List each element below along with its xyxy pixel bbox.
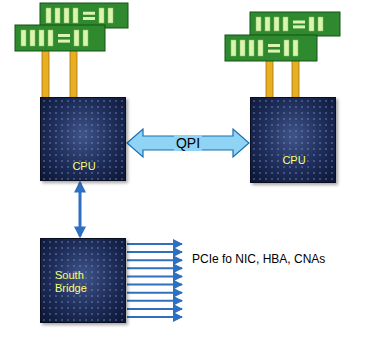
memory-module [250, 12, 340, 36]
pcie-note: PCIe fo NIC, HBA, CNAs [192, 252, 342, 268]
memory-chip [83, 17, 95, 20]
south-bridge-chip: South Bridge [40, 238, 126, 323]
memory-board [40, 3, 128, 28]
memory-connector [42, 50, 49, 98]
memory-chip [83, 12, 95, 15]
memory-board [250, 12, 340, 36]
memory-chip [30, 30, 35, 46]
qpi-link [127, 129, 249, 157]
memory-chip [249, 40, 254, 56]
memory-chip [309, 17, 314, 31]
memory-connector [266, 60, 273, 98]
memory-chip [265, 17, 270, 31]
memory-chip [231, 40, 236, 56]
memory-chip [268, 44, 280, 47]
memory-chip [48, 30, 53, 46]
memory-module [225, 35, 317, 61]
memory-chip [73, 8, 78, 23]
link-label: QPI [174, 135, 202, 151]
pcie-lane [127, 292, 182, 294]
memory-modules [15, 3, 340, 61]
pcie-lanes [127, 244, 182, 317]
chip-label: CPU [72, 160, 95, 173]
memory-chip [39, 30, 44, 46]
memory-board [15, 25, 105, 51]
memory-chip [293, 25, 305, 28]
memory-chip [74, 30, 79, 46]
pcie-lane [127, 284, 182, 286]
chip-label: CPU [282, 154, 305, 167]
memory-chip [293, 40, 298, 56]
memory-connector [292, 60, 299, 98]
memory-chip [274, 17, 279, 31]
memory-chip [83, 30, 88, 46]
memory-module [40, 3, 128, 28]
chip-label: South Bridge [55, 269, 103, 294]
pcie-lane [127, 275, 182, 277]
bus-link [79, 183, 82, 236]
pcie-lane [127, 300, 182, 302]
cpu-chip: CPU [40, 97, 126, 181]
memory-chip [284, 40, 289, 56]
memory-chip [46, 8, 51, 23]
memory-chip [108, 8, 113, 23]
memory-chip [318, 17, 323, 31]
pcie-lane [127, 259, 182, 261]
memory-chip [55, 8, 60, 23]
pcie-lane [127, 267, 182, 269]
memory-chip [21, 30, 26, 46]
memory-chip [99, 8, 104, 23]
memory-board [225, 35, 317, 61]
pcie-lane [127, 251, 182, 253]
memory-connector [70, 50, 77, 98]
memory-chip [283, 17, 288, 31]
memory-module [15, 25, 105, 51]
memory-chip [268, 50, 280, 53]
memory-chip [58, 34, 70, 37]
memory-chip [58, 40, 70, 43]
memory-chip [240, 40, 245, 56]
memory-chip [256, 17, 261, 31]
memory-chip [293, 21, 305, 24]
pcie-lane [127, 316, 182, 318]
pcie-lane [127, 243, 182, 245]
pcie-lane [127, 308, 182, 310]
memory-chip [258, 40, 263, 56]
cpu-chip: CPU [250, 97, 336, 183]
memory-chip [64, 8, 69, 23]
